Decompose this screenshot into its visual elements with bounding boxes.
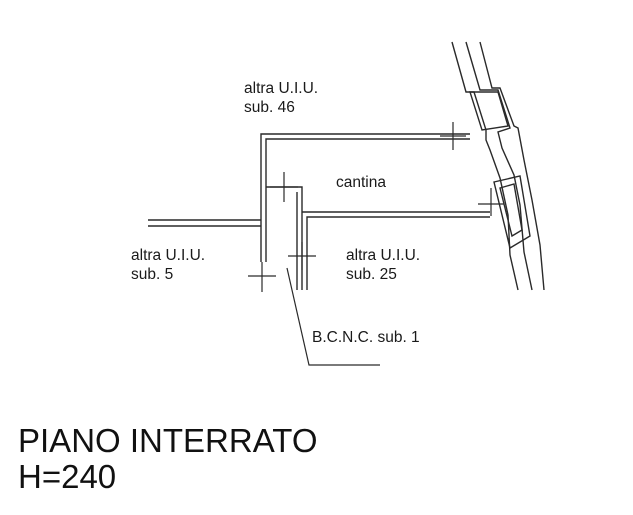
perimeter-outer <box>451 41 519 291</box>
west-unit-label-2: sub. 5 <box>131 266 173 283</box>
perimeter-inner <box>465 41 533 291</box>
pilaster-lower <box>493 175 531 250</box>
floor-height: H=240 <box>18 458 116 495</box>
perimeter-wall <box>451 41 545 291</box>
north-wall <box>260 133 470 262</box>
north-unit-label-2: sub. 46 <box>244 99 295 116</box>
floor-title: PIANO INTERRATO <box>18 422 317 459</box>
common-area-leader <box>286 267 380 366</box>
north-wall-inner <box>265 138 470 262</box>
room-label: cantina <box>336 174 386 191</box>
east-unit-label-1: altra U.I.U. <box>346 247 420 264</box>
perimeter-far <box>479 41 545 291</box>
north-unit-label-1: altra U.I.U. <box>244 80 318 97</box>
pilaster-upper <box>469 91 509 131</box>
east-unit-label-2: sub. 25 <box>346 266 397 283</box>
cantina-walls <box>148 133 490 290</box>
reference-marks <box>248 122 504 292</box>
pilaster-lower-inner <box>499 183 523 238</box>
common-area-label: B.C.N.C. sub. 1 <box>312 329 420 346</box>
west-unit-label-1: altra U.I.U. <box>131 247 205 264</box>
south-wall-inner <box>306 216 490 290</box>
